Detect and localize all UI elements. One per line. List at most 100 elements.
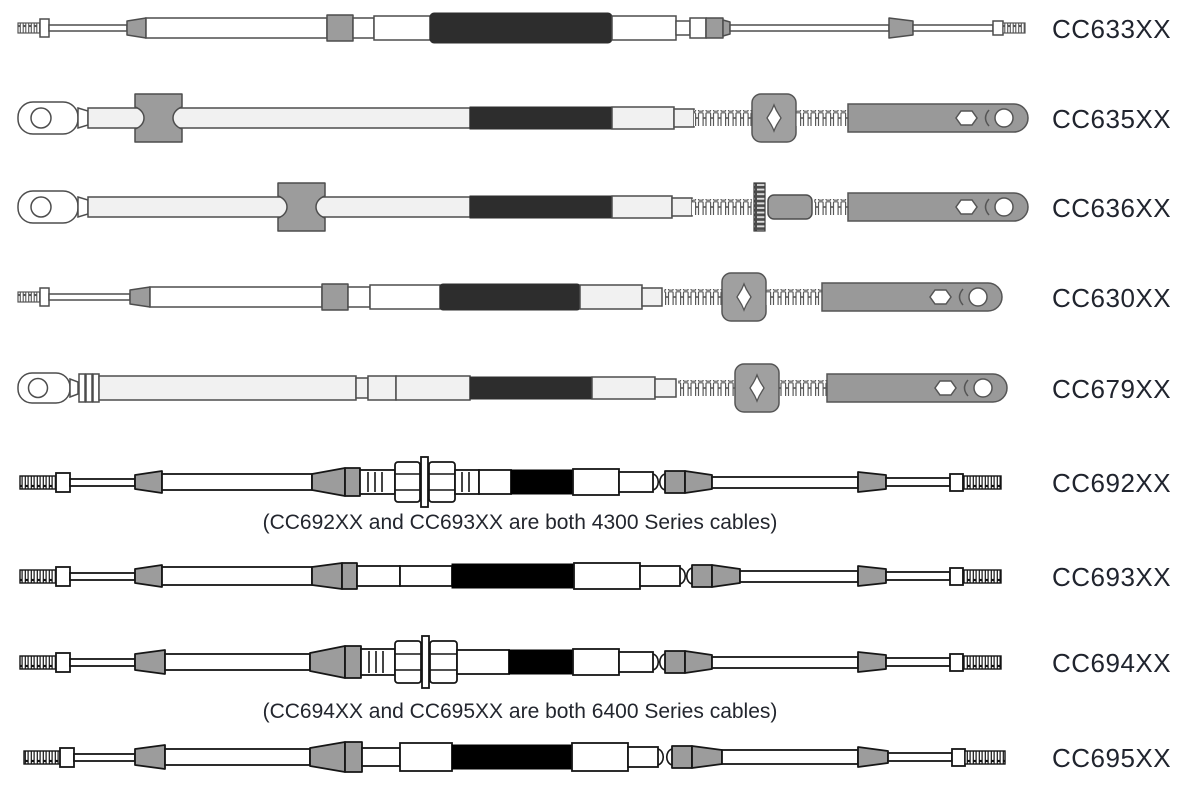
- inner-rod: [729, 24, 890, 32]
- casing-joint: [355, 377, 369, 399]
- casing-segment: [671, 197, 693, 217]
- casing-segment: [611, 195, 673, 219]
- knurled-sleeve: [454, 469, 480, 495]
- clevis-arm-end: [821, 282, 1003, 312]
- ferrule: [134, 470, 163, 494]
- threaded-stud-end-left: [17, 287, 131, 307]
- cable-diagram-cc693xx: [19, 562, 1002, 590]
- casing-segment: [654, 378, 677, 398]
- clevis-arm-end: [847, 192, 1029, 222]
- cone-fitting: [311, 562, 358, 590]
- casing-segment: [573, 562, 641, 590]
- casing-segment: [618, 651, 654, 673]
- cable-row-cc694xx: [0, 624, 1040, 700]
- inner-rod: [711, 476, 859, 489]
- outer-casing: [149, 286, 323, 308]
- bulkhead-nuts: [394, 635, 458, 689]
- black-jacket: [508, 649, 574, 675]
- outer-casing: [161, 473, 313, 491]
- cable-diagram-cc635xx: [17, 93, 1029, 143]
- part-number-label: CC630XX: [1052, 283, 1172, 313]
- threaded-stud-end-right: [885, 473, 1002, 492]
- cone-fitting: [309, 741, 363, 773]
- outer-casing: [145, 17, 328, 39]
- cable-diagram-cc692xx: [19, 456, 1002, 508]
- cable-diagram-cc630xx: [17, 272, 1003, 322]
- ferrule: [857, 746, 889, 768]
- cable-row-cc693xx: [0, 538, 1040, 614]
- cable-row-cc635xx: [0, 80, 1040, 156]
- ferrule: [671, 745, 723, 769]
- travel-adjuster-rail: [779, 380, 827, 396]
- cable-diagram-cc633xx: [17, 12, 1026, 44]
- mounting-clamp: [721, 272, 767, 322]
- black-jacket: [439, 283, 581, 311]
- cable-row-cc630xx: [0, 259, 1040, 335]
- cable-row-cc636xx: [0, 169, 1040, 245]
- ferrule: [664, 650, 713, 674]
- ferrule: [126, 17, 147, 39]
- mid-fitting: [321, 283, 441, 311]
- mid-fitting: [326, 14, 431, 42]
- casing-segment: [627, 746, 659, 768]
- bellows-ribs: [78, 373, 100, 403]
- black-jacket: [510, 469, 574, 495]
- serrated-adjuster-bar: [753, 182, 766, 232]
- casing-segment: [572, 468, 620, 496]
- ferrule: [134, 744, 166, 770]
- travel-adjuster-rail: [692, 199, 752, 215]
- outer-casing: [395, 375, 471, 401]
- waist-joint: [657, 748, 673, 766]
- ferrule: [857, 565, 887, 587]
- threaded-stud-end-left: [17, 18, 128, 38]
- eyelet-end: [17, 372, 79, 404]
- casing-segment: [641, 287, 663, 307]
- cable-diagram-cc679xx: [17, 363, 1008, 413]
- hourglass-clamp: [277, 182, 326, 232]
- outer-casing: [87, 196, 471, 218]
- threaded-stud-end-left: [19, 566, 136, 587]
- knurled-sleeve: [360, 648, 396, 676]
- black-jacket: [451, 563, 575, 589]
- travel-adjuster-rail: [814, 199, 848, 215]
- casing-segment: [456, 649, 510, 675]
- clevis-arm-end: [847, 103, 1029, 133]
- threaded-stud-end-left: [23, 747, 136, 768]
- ferrule: [691, 564, 741, 588]
- outer-casing: [161, 566, 313, 586]
- part-number-label: CC679XX: [1052, 374, 1172, 404]
- black-jacket: [429, 12, 613, 44]
- cone-fitting: [309, 645, 362, 679]
- part-number-label: CC692XX: [1052, 468, 1172, 498]
- black-jacket: [451, 744, 573, 770]
- mounting-clamp: [734, 363, 780, 413]
- threaded-stud-end-left: [19, 652, 136, 673]
- ferrule: [134, 564, 163, 588]
- threaded-stud-end-right: [885, 567, 1002, 586]
- casing-segment: [356, 565, 401, 587]
- travel-adjuster-rail: [766, 289, 822, 305]
- part-number-label: CC633XX: [1052, 14, 1172, 44]
- ferrule: [129, 286, 151, 308]
- casing-segment: [618, 471, 654, 493]
- cable-row-cc679xx: [0, 350, 1040, 426]
- casing-segment: [399, 742, 453, 772]
- casing-segment: [639, 565, 681, 587]
- casing-segment: [673, 108, 695, 128]
- inner-rod: [739, 570, 859, 583]
- part-number-label: CC695XX: [1052, 743, 1172, 773]
- cable-diagram-cc636xx: [17, 182, 1029, 232]
- travel-adjuster-rail: [664, 289, 722, 305]
- cable-row-cc633xx: [0, 0, 1040, 66]
- black-jacket: [469, 106, 613, 130]
- ferrule: [857, 651, 887, 673]
- travel-adjuster-rail: [678, 380, 736, 396]
- outer-casing: [164, 653, 311, 671]
- threaded-stud-end-right: [912, 20, 1026, 36]
- mounting-clamp: [751, 93, 797, 143]
- part-number-label: CC694XX: [1052, 648, 1172, 678]
- black-jacket: [469, 195, 613, 219]
- part-number-label: CC635XX: [1052, 104, 1172, 134]
- ferrule: [134, 649, 166, 675]
- casing-segment: [478, 469, 512, 495]
